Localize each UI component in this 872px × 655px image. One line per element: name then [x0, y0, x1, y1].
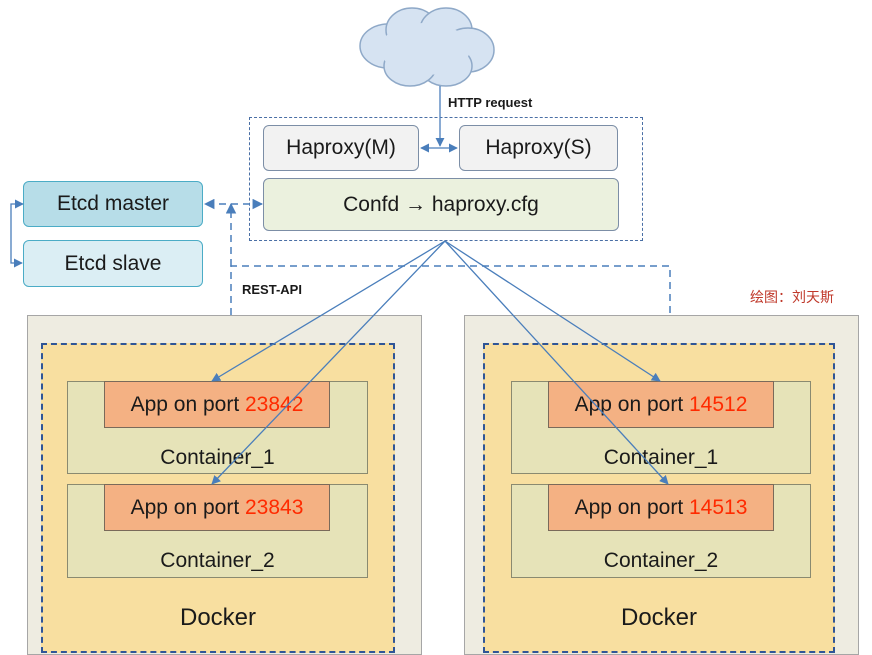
route-14513: [444, 240, 669, 485]
confd-label: Confd → haproxy.cfg: [343, 192, 539, 216]
cloud-icon: [359, 7, 495, 87]
http-request-label: HTTP request: [448, 95, 533, 110]
app-2-1-text: App on port: [574, 392, 689, 416]
container-2-2-label: Container_2: [603, 549, 719, 572]
haproxy-group: [249, 117, 643, 241]
app-1-2[interactable]: App on port 23843: [104, 484, 330, 531]
app-1-2-text: App on port: [130, 495, 245, 519]
haproxy-master-box[interactable]: Haproxy(M): [263, 125, 419, 171]
container-1-2-label: Container_2: [160, 549, 275, 572]
etcd-slave-box[interactable]: Etcd slave: [23, 240, 203, 287]
haproxy-slave-box[interactable]: Haproxy(S): [459, 125, 618, 171]
app-2-2[interactable]: App on port 14513: [548, 484, 774, 531]
route-23842: [211, 240, 446, 382]
app-1-1-text: App on port: [130, 392, 245, 416]
etcd-replication-line: [10, 199, 24, 268]
app-2-2-text: App on port: [574, 495, 689, 519]
app-1-2-port: 23843: [245, 495, 304, 519]
rest-api-path: [230, 265, 671, 315]
haproxy-slave-label: Haproxy(S): [485, 136, 592, 159]
app-1-1[interactable]: App on port 23842: [104, 381, 330, 428]
app-2-2-port: 14513: [689, 495, 748, 519]
app-1-1-port: 23842: [245, 392, 304, 416]
haproxy-master-label: Haproxy(M): [286, 136, 396, 159]
etcd-slave-label: Etcd slave: [64, 251, 162, 275]
docker-1-label: Docker: [179, 604, 257, 631]
app-2-1[interactable]: App on port 14512: [548, 381, 774, 428]
app-2-1-port: 14512: [689, 392, 748, 416]
route-23843: [211, 240, 446, 485]
confd-box[interactable]: Confd → haproxy.cfg: [263, 178, 619, 231]
docker-2-label: Docker: [620, 604, 698, 631]
author-credit: 绘图：刘天斯: [750, 289, 834, 305]
container-1-1-label: Container_1: [160, 446, 275, 469]
etcd-master-box[interactable]: Etcd master: [23, 181, 203, 227]
etcd-master-label: Etcd master: [56, 192, 170, 215]
container-2-1-label: Container_1: [603, 446, 719, 469]
route-14512: [444, 240, 661, 382]
rest-api-label: REST-API: [242, 282, 302, 297]
